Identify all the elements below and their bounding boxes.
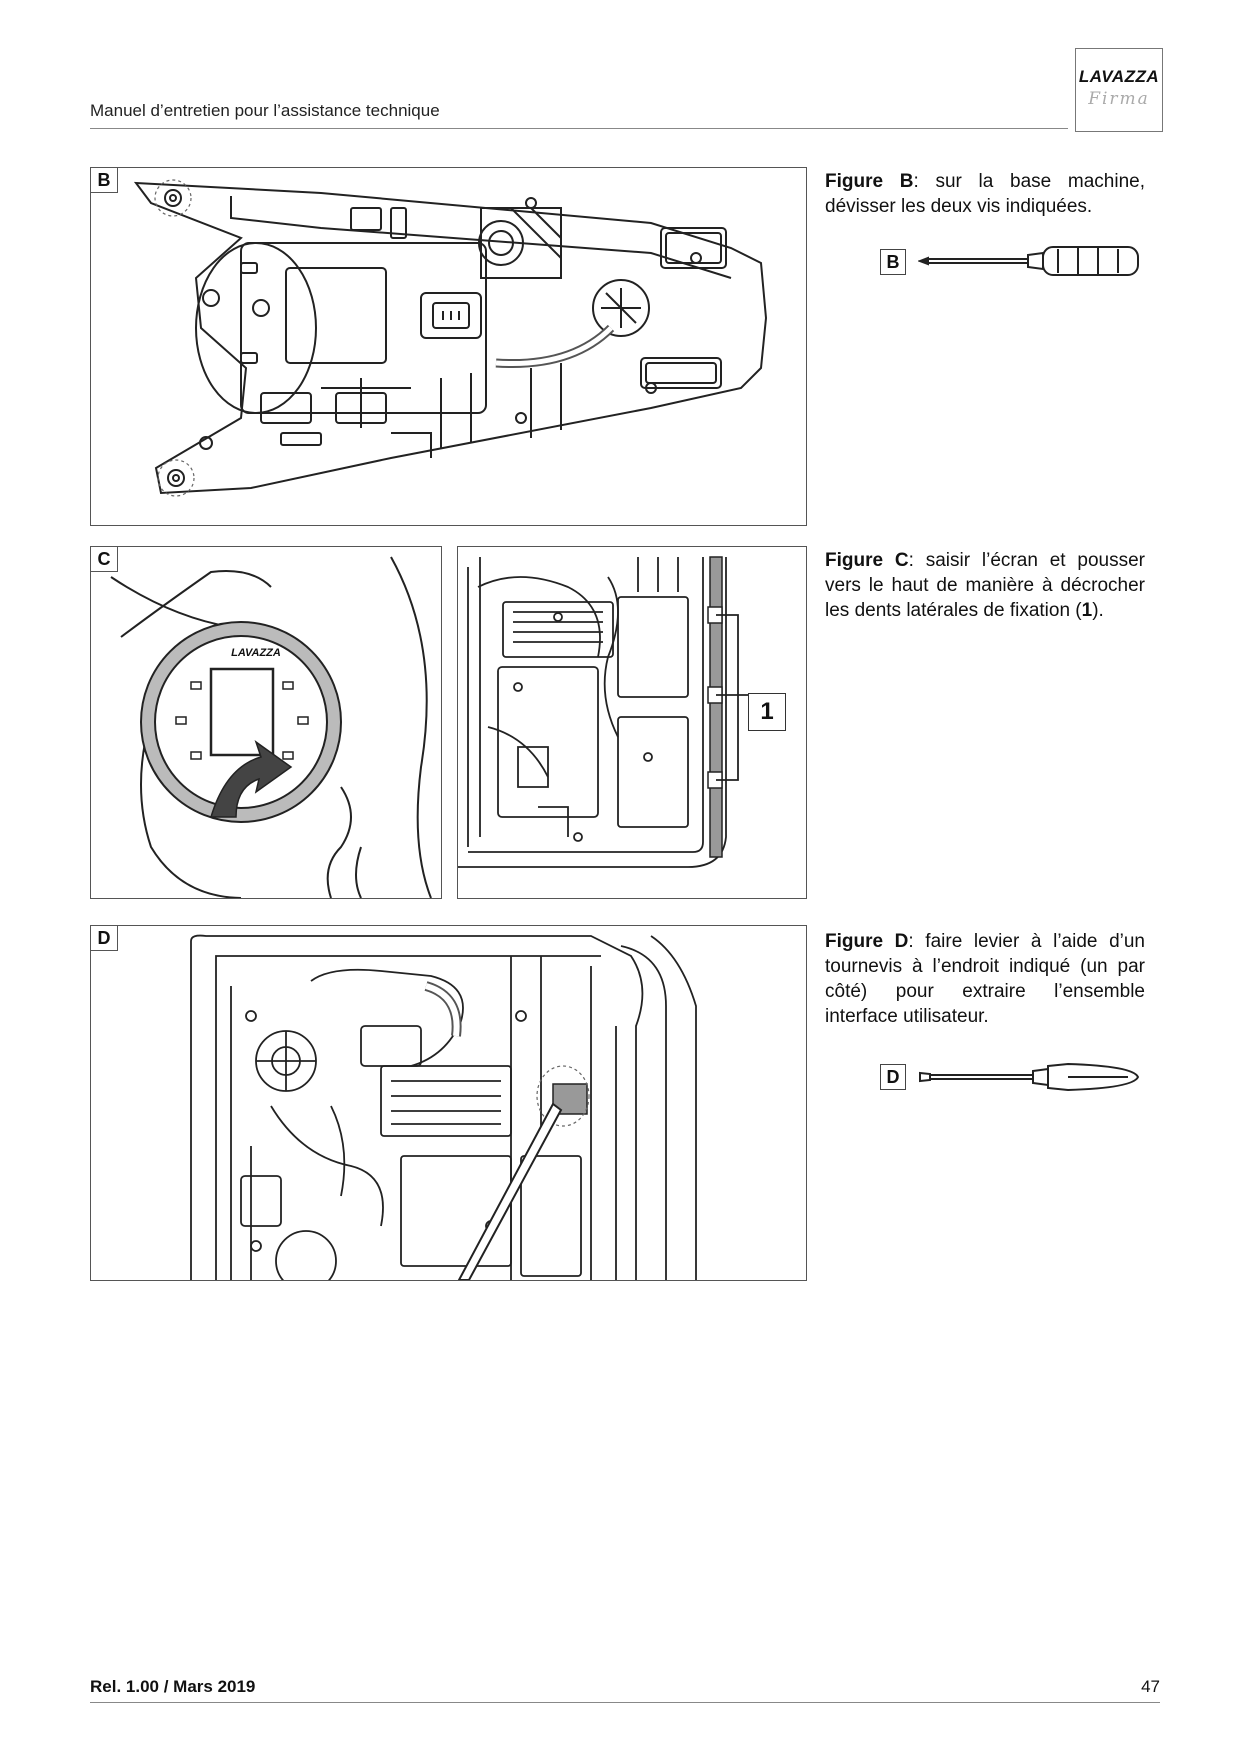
phillips-screwdriver-icon	[918, 246, 1139, 276]
callout-1: 1	[748, 693, 786, 731]
footer-divider	[90, 1702, 1160, 1703]
figure-b-caption-text: : sur la base machine, dévisser les deux…	[825, 171, 1146, 217]
flat-screwdriver-icon	[919, 1062, 1140, 1092]
document-header-title: Manuel d’entretien pour l’assistance tec…	[90, 101, 440, 120]
interface-assembly-illustration	[190, 934, 697, 1280]
figure-c-label: C	[91, 547, 118, 572]
figure-d-caption: Figure D: faire levier à l’aide d’un tou…	[825, 929, 1145, 1029]
figure-c-caption-ref: 1	[1081, 600, 1093, 621]
figure-d-caption-title: Figure D	[825, 931, 909, 952]
screen-brand-text: LAVAZZA	[231, 647, 281, 659]
brand-logo: LAVAZZA Firma	[1075, 48, 1163, 132]
machine-base-illustration	[133, 179, 768, 497]
figure-c-caption-text: : saisir l’écran et pousser vers le haut…	[825, 550, 1145, 621]
logo-subbrand: Firma	[1088, 89, 1150, 109]
figure-b-label: B	[91, 168, 118, 193]
figure-b-caption-title: Figure B	[825, 171, 914, 192]
page-number: 47	[1141, 1677, 1160, 1696]
figure-c-caption-title: Figure C	[825, 550, 909, 571]
figure-d-label: D	[91, 926, 118, 951]
figure-b-caption: Figure B: sur la base machine, dévisser …	[825, 169, 1145, 219]
header-divider	[90, 128, 1068, 129]
figure-d-panel: D	[90, 925, 807, 1281]
figure-d-caption-text: : faire levier à l’aide d’un tournevis à…	[825, 931, 1146, 1027]
hand-holding-screen-illustration	[110, 556, 432, 898]
tool-b-label: B	[880, 249, 906, 275]
logo-brand: LAVAZZA	[1078, 67, 1160, 86]
tool-d-label: D	[880, 1064, 906, 1090]
figure-c-caption-end: ).	[1092, 600, 1104, 621]
footer-release: Rel. 1.00 / Mars 2019	[90, 1677, 256, 1696]
figure-b-panel: B	[90, 167, 807, 526]
internal-frame-illustration	[458, 556, 748, 868]
figure-c-right-panel: 1	[457, 546, 807, 899]
figure-c-caption: Figure C: saisir l’écran et pousser vers…	[825, 548, 1145, 623]
figure-c-left-panel: LAVAZZA C	[90, 546, 442, 899]
